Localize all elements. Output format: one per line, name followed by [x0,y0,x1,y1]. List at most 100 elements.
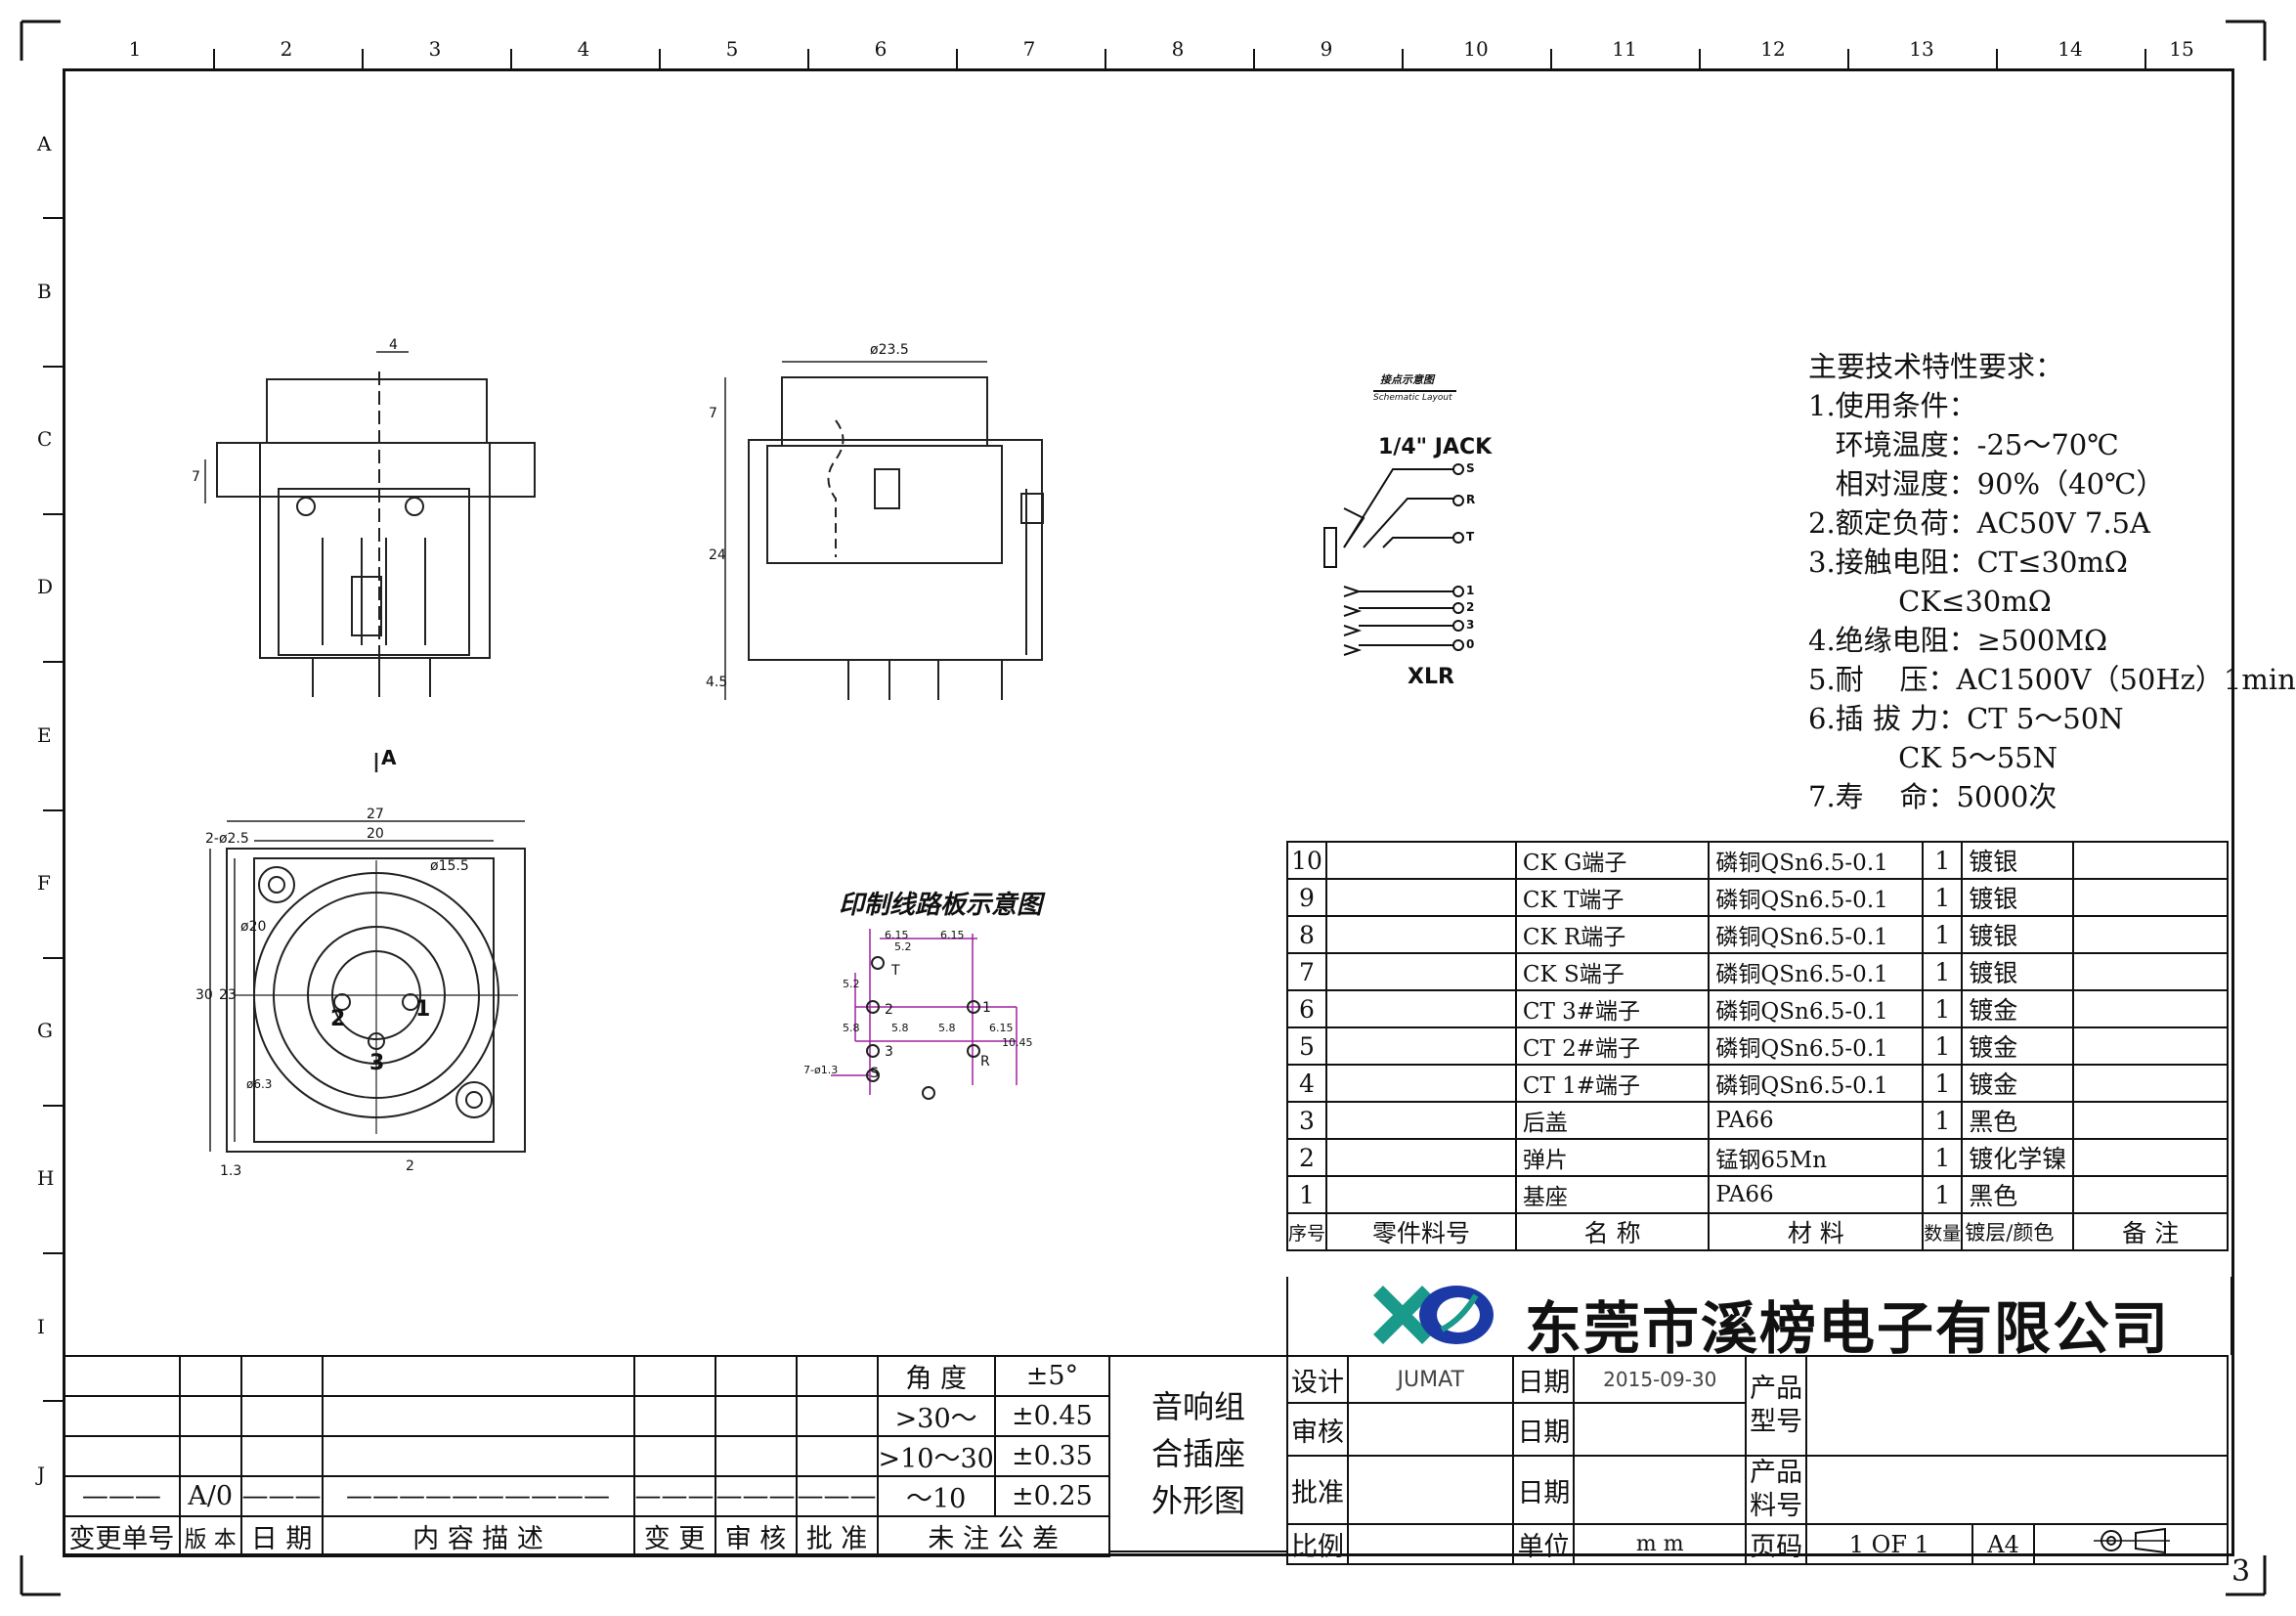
col-tolerance: 未 注 公 差 [876,1515,1110,1557]
bom-material: 磷铜QSn6.5-0.1 [1708,841,1925,880]
bom-note [2072,1101,2229,1140]
rev-version: A/0 [178,1475,242,1517]
bom-qty: 1 [1922,952,1964,991]
bom-no: 6 [1285,989,1328,1028]
pcb-dim-58b: 5.8 [891,1022,909,1034]
column-tick [2144,49,2146,68]
schematic-jack-label: 1/4" JACK [1378,435,1493,459]
spec-line: 环境温度：-25～70℃ [1808,428,2119,461]
bom-header-row: 序号 零件料号 名 称 材 料 数量 镀层/颜色 备 注 [1285,1212,2229,1251]
dim-side-height: 24 [709,547,726,563]
bom-note [2072,841,2229,880]
rev-cell [239,1435,324,1477]
bom-material: PA66 [1708,1175,1925,1214]
company-band [1286,1277,2232,1355]
row-label: H [37,1166,55,1190]
bom-material: 锰钢65Mn [1708,1138,1925,1177]
bom-material: 磷铜QSn6.5-0.1 [1708,989,1925,1028]
schematic-pin-1: 1 [1466,584,1475,597]
bom-no: 8 [1285,915,1328,954]
bom-qty: 1 [1922,841,1964,880]
column-tick [1996,49,1998,68]
bom-no: 5 [1285,1026,1328,1066]
rev-cell [239,1355,324,1397]
front-view [204,351,536,772]
rev-cell [795,1395,879,1437]
bottom-view [209,820,526,1153]
row-label: E [37,723,52,747]
row-tick [43,1400,63,1402]
column-tick [1402,49,1404,68]
bom-name: 后盖 [1514,1101,1711,1140]
spec-line: CK≤30mΩ [1808,585,2052,618]
row-tick [43,957,63,959]
bom-note [2072,989,2229,1028]
bom-finish: 镀金 [1961,1026,2075,1066]
pin-label-2: 2 [330,1007,346,1031]
bom-finish: 镀金 [1961,1064,2075,1103]
col-review: 审 核 [714,1515,798,1557]
rev-cell [321,1395,635,1437]
pcb-dim-58c: 5.8 [938,1022,956,1034]
date-value: 2015-09-30 [1573,1355,1748,1404]
bom-part [1325,989,1517,1028]
spec-line: 相对湿度：90%（40℃） [1808,467,2165,501]
dim-bottom-outer: 27 [367,807,384,822]
column-label: 5 [725,37,739,61]
bom-qty: 1 [1922,1026,1964,1066]
page-value: 1 OF 1 [1805,1523,1973,1565]
pin-label-1: 1 [415,997,431,1022]
column-tick [1550,49,1552,68]
rev-cell [63,1355,181,1397]
pcb-dim-615a: 6.15 [885,929,909,941]
schematic-pin-s: S [1466,461,1475,475]
approve-date-label: 日期 [1512,1455,1576,1525]
pcb-dim-58a: 5.8 [843,1022,860,1034]
tol-range-1: >30～ [876,1395,996,1437]
checker-name [1346,1402,1515,1457]
column-tick [510,49,512,68]
column-tick [1253,49,1255,68]
dim-bottom-height-outer: 30 [195,987,213,1003]
dim-front-side: 7 [192,469,200,485]
rev-change-no: ——— [63,1475,181,1517]
bom-no: 2 [1285,1138,1328,1177]
bom-note [2072,915,2229,954]
bom-qty: 1 [1922,878,1964,917]
schematic-title: 接点示意图 [1380,373,1434,386]
pcb-holes-label: 7-ø1.3 [803,1064,839,1076]
approver-name [1346,1455,1515,1525]
column-label: 10 [1463,37,1489,61]
column-label: 15 [2169,37,2194,61]
bom-no: 3 [1285,1101,1328,1140]
rev-cell [714,1355,798,1397]
dim-bottom-offset: 1.3 [220,1163,242,1179]
bom-header-name: 名 称 [1514,1212,1711,1251]
bom-finish: 镀银 [1961,952,2075,991]
spec-line: 2.额定负荷：AC50V 7.5A [1808,506,2150,540]
pcb-dim-1045: 10.45 [1002,1036,1033,1049]
rev-cell [632,1355,716,1397]
schematic-pin-r: R [1466,493,1476,506]
bom-qty: 1 [1922,1064,1964,1103]
tol-value-2: ±0.35 [993,1435,1111,1477]
company-name: 东莞市溪榜电子有限公司 [1525,1295,2171,1362]
pcb-label-t: T [891,963,900,979]
bom-qty: 1 [1922,915,1964,954]
col-change-no: 变更单号 [63,1515,181,1557]
col-description: 内 容 描 述 [321,1515,635,1557]
schematic-pin-3: 3 [1466,618,1475,632]
bom-header-no: 序号 [1285,1212,1328,1251]
pcb-label-3: 3 [885,1044,893,1060]
bom-note [2072,1026,2229,1066]
dim-bottom-inner: 20 [367,826,384,842]
tol-range-3: ～10 [876,1475,996,1517]
first-angle-projection-icon [2094,1527,2171,1554]
scale-label: 比例 [1286,1523,1349,1565]
row-label: I [37,1315,45,1338]
product-part-label: 产品 料号 [1745,1455,1808,1525]
